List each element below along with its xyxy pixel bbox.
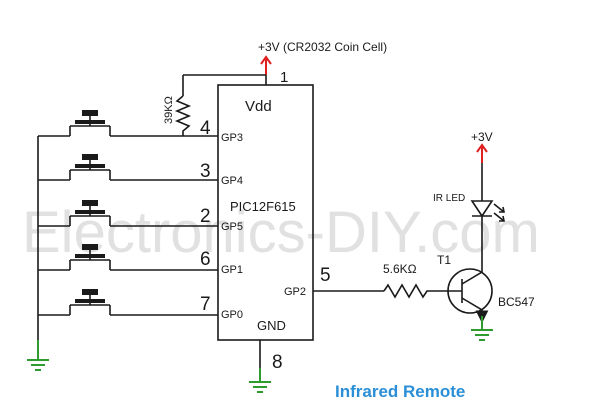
supply-main-label: +3V (CR2032 Coin Cell) [258, 40, 387, 54]
pin-number-3: 3 [200, 161, 211, 182]
transistor-bc547 [447, 260, 493, 324]
pin-number-6: 6 [200, 249, 211, 270]
pin-number-5: 5 [320, 265, 331, 286]
supply-arrow-main [260, 55, 272, 75]
push-button-gp1 [38, 244, 218, 271]
pin-label-gp0: GP0 [221, 309, 243, 321]
ic-gnd-label: GND [257, 318, 286, 333]
push-button-gp3 [38, 110, 218, 137]
pin-label-gp3: GP3 [221, 132, 243, 144]
ic-name: PIC12F615 [230, 199, 296, 214]
pin-label-gp1: GP1 [221, 264, 243, 276]
push-button-gp0 [38, 289, 218, 316]
ir-led [470, 163, 505, 260]
pin-number-1: 1 [280, 69, 288, 86]
push-button-gp5 [38, 200, 218, 227]
pullup-resistor-label: 39KΩ [163, 96, 175, 124]
pin-label-gp2: GP2 [284, 286, 306, 298]
push-button-gp4 [38, 154, 218, 181]
pin-number-8: 8 [272, 352, 283, 373]
pin-number-7: 7 [200, 294, 211, 315]
transistor-part: BC547 [498, 295, 535, 309]
watermark: Electronics-DIY.com [22, 200, 540, 265]
pin-label-gp4: GP4 [221, 175, 243, 187]
pullup-resistor [174, 95, 192, 136]
ground-symbol-emitter [471, 316, 493, 341]
supply-led-label: +3V [471, 130, 493, 144]
pin-label-gp5: GP5 [221, 221, 243, 233]
base-resistor [383, 283, 450, 299]
pin-number-4: 4 [200, 118, 211, 139]
led-label: IR LED [433, 193, 465, 204]
ground-symbol-ic [249, 368, 271, 393]
base-resistor-label: 5.6KΩ [383, 262, 417, 276]
transistor-ref: T1 [437, 253, 451, 267]
ground-symbol-left [27, 340, 49, 371]
ic-vdd-label: Vdd [245, 98, 272, 115]
supply-arrow-led [476, 143, 488, 163]
diagram-title: Infrared Remote [335, 382, 465, 401]
pin-number-2: 2 [200, 206, 211, 227]
